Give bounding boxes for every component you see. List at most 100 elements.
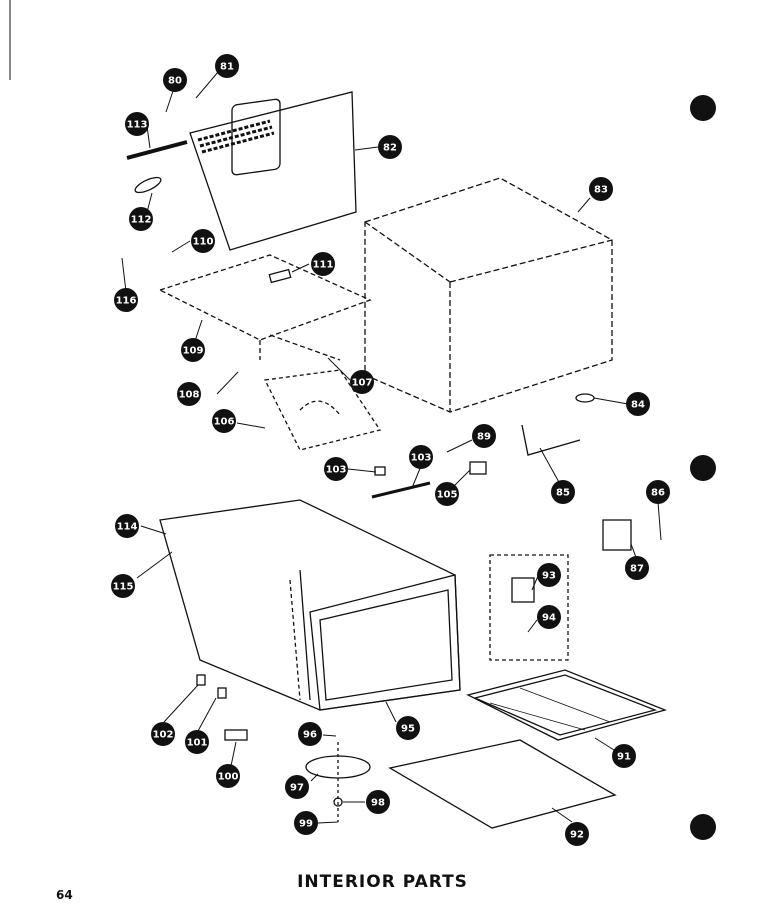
callout-number: 102: [153, 730, 174, 741]
callout-number: 112: [131, 215, 152, 226]
callout-number: 107: [352, 378, 373, 389]
part-103b: [196, 674, 206, 686]
callout-bubble: [646, 480, 670, 504]
callout-82: 82: [378, 135, 402, 159]
callout-112: 112: [129, 207, 153, 231]
callout-99: 99: [294, 811, 318, 835]
callout-105: 105: [435, 482, 459, 506]
callout-number: 105: [437, 490, 458, 501]
switch-106: [469, 461, 487, 475]
terminal-87: [602, 519, 632, 551]
callout-number: 99: [299, 819, 313, 830]
callout-bubble: [125, 112, 149, 136]
callout-103: 103: [409, 445, 433, 469]
callout-number: 84: [631, 400, 645, 411]
callout-bubble: [151, 722, 175, 746]
callout-number: 110: [193, 237, 214, 248]
callout-number: 106: [214, 417, 235, 428]
callout-number: 109: [183, 346, 204, 357]
binder-hole-icon: [690, 814, 716, 840]
callout-number: 103: [326, 465, 347, 476]
binder-holes: [690, 95, 716, 840]
callout-bubble: [181, 338, 205, 362]
callout-bubble: [472, 424, 496, 448]
callout-bubble: [565, 822, 589, 846]
callout-116: 116: [114, 288, 138, 312]
callout-number: 115: [113, 582, 134, 593]
callout-bubble: [626, 392, 650, 416]
callout-89: 89: [472, 424, 496, 448]
callout-bubble: [298, 722, 322, 746]
callout-bubble: [378, 135, 402, 159]
callout-bubble: [589, 177, 613, 201]
callout-number: 81: [220, 62, 234, 73]
callout-number: 111: [313, 260, 334, 271]
callout-81: 81: [215, 54, 239, 78]
callout-number: 108: [179, 390, 200, 401]
callout-bubble: [185, 730, 209, 754]
callout-101: 101: [185, 730, 209, 754]
callout-number: 101: [187, 738, 208, 749]
callout-bubble: [350, 370, 374, 394]
callout-100: 100: [216, 764, 240, 788]
callout-number: 95: [401, 724, 415, 735]
callout-bubble: [537, 605, 561, 629]
rod-part: [126, 140, 188, 160]
foot-part: [575, 393, 595, 403]
callout-number: 97: [290, 783, 304, 794]
blower-housing: [264, 369, 382, 451]
callout-94: 94: [537, 605, 561, 629]
callout-107: 107: [350, 370, 374, 394]
callout-84: 84: [626, 392, 650, 416]
callout-bubble: [294, 811, 318, 835]
callout-bubble: [115, 514, 139, 538]
callout-number: 87: [630, 564, 644, 575]
page-number: 64: [56, 888, 73, 902]
callout-number: 94: [542, 613, 556, 624]
callout-80: 80: [163, 68, 187, 92]
tray-92: [466, 669, 668, 741]
outer-cabinet: [364, 177, 613, 413]
parts-line-art: [9, 0, 668, 829]
callout-96: 96: [298, 722, 322, 746]
callout-number: 93: [542, 571, 556, 582]
bolt-99: [333, 797, 343, 807]
callout-114: 114: [115, 514, 139, 538]
top-frame: [158, 254, 372, 361]
callout-83: 83: [589, 177, 613, 201]
callout-113: 113: [125, 112, 149, 136]
callout-95: 95: [396, 716, 420, 740]
callout-number: 100: [218, 772, 239, 783]
callout-bubble: [366, 790, 390, 814]
callout-bubble: [551, 480, 575, 504]
bracket-85: [521, 424, 581, 456]
callout-number: 116: [116, 296, 137, 307]
callout-106: 106: [212, 409, 236, 433]
rod-105: [371, 481, 431, 499]
callout-number: 80: [168, 76, 182, 87]
callout-bubble: [285, 775, 309, 799]
callout-98: 98: [366, 790, 390, 814]
clip-103: [374, 466, 386, 476]
oven-cavity: [159, 499, 461, 711]
callout-bubble: [129, 207, 153, 231]
callout-93: 93: [537, 563, 561, 587]
callout-number: 89: [477, 432, 491, 443]
callout-number: 86: [651, 488, 665, 499]
page-title: INTERIOR PARTS: [297, 872, 468, 892]
callout-number: 92: [570, 830, 584, 841]
callout-bubble: [177, 382, 201, 406]
callout-bubble: [215, 54, 239, 78]
back-panel: [189, 91, 357, 251]
callout-87: 87: [625, 556, 649, 580]
callout-bubble: [409, 445, 433, 469]
binder-hole-icon: [690, 455, 716, 481]
leader-lines: [121, 71, 662, 824]
callout-number: 98: [371, 798, 385, 809]
callout-bubble: [111, 574, 135, 598]
callout-number: 113: [127, 120, 148, 131]
callout-number: 103: [411, 453, 432, 464]
callout-number: 96: [303, 730, 317, 741]
